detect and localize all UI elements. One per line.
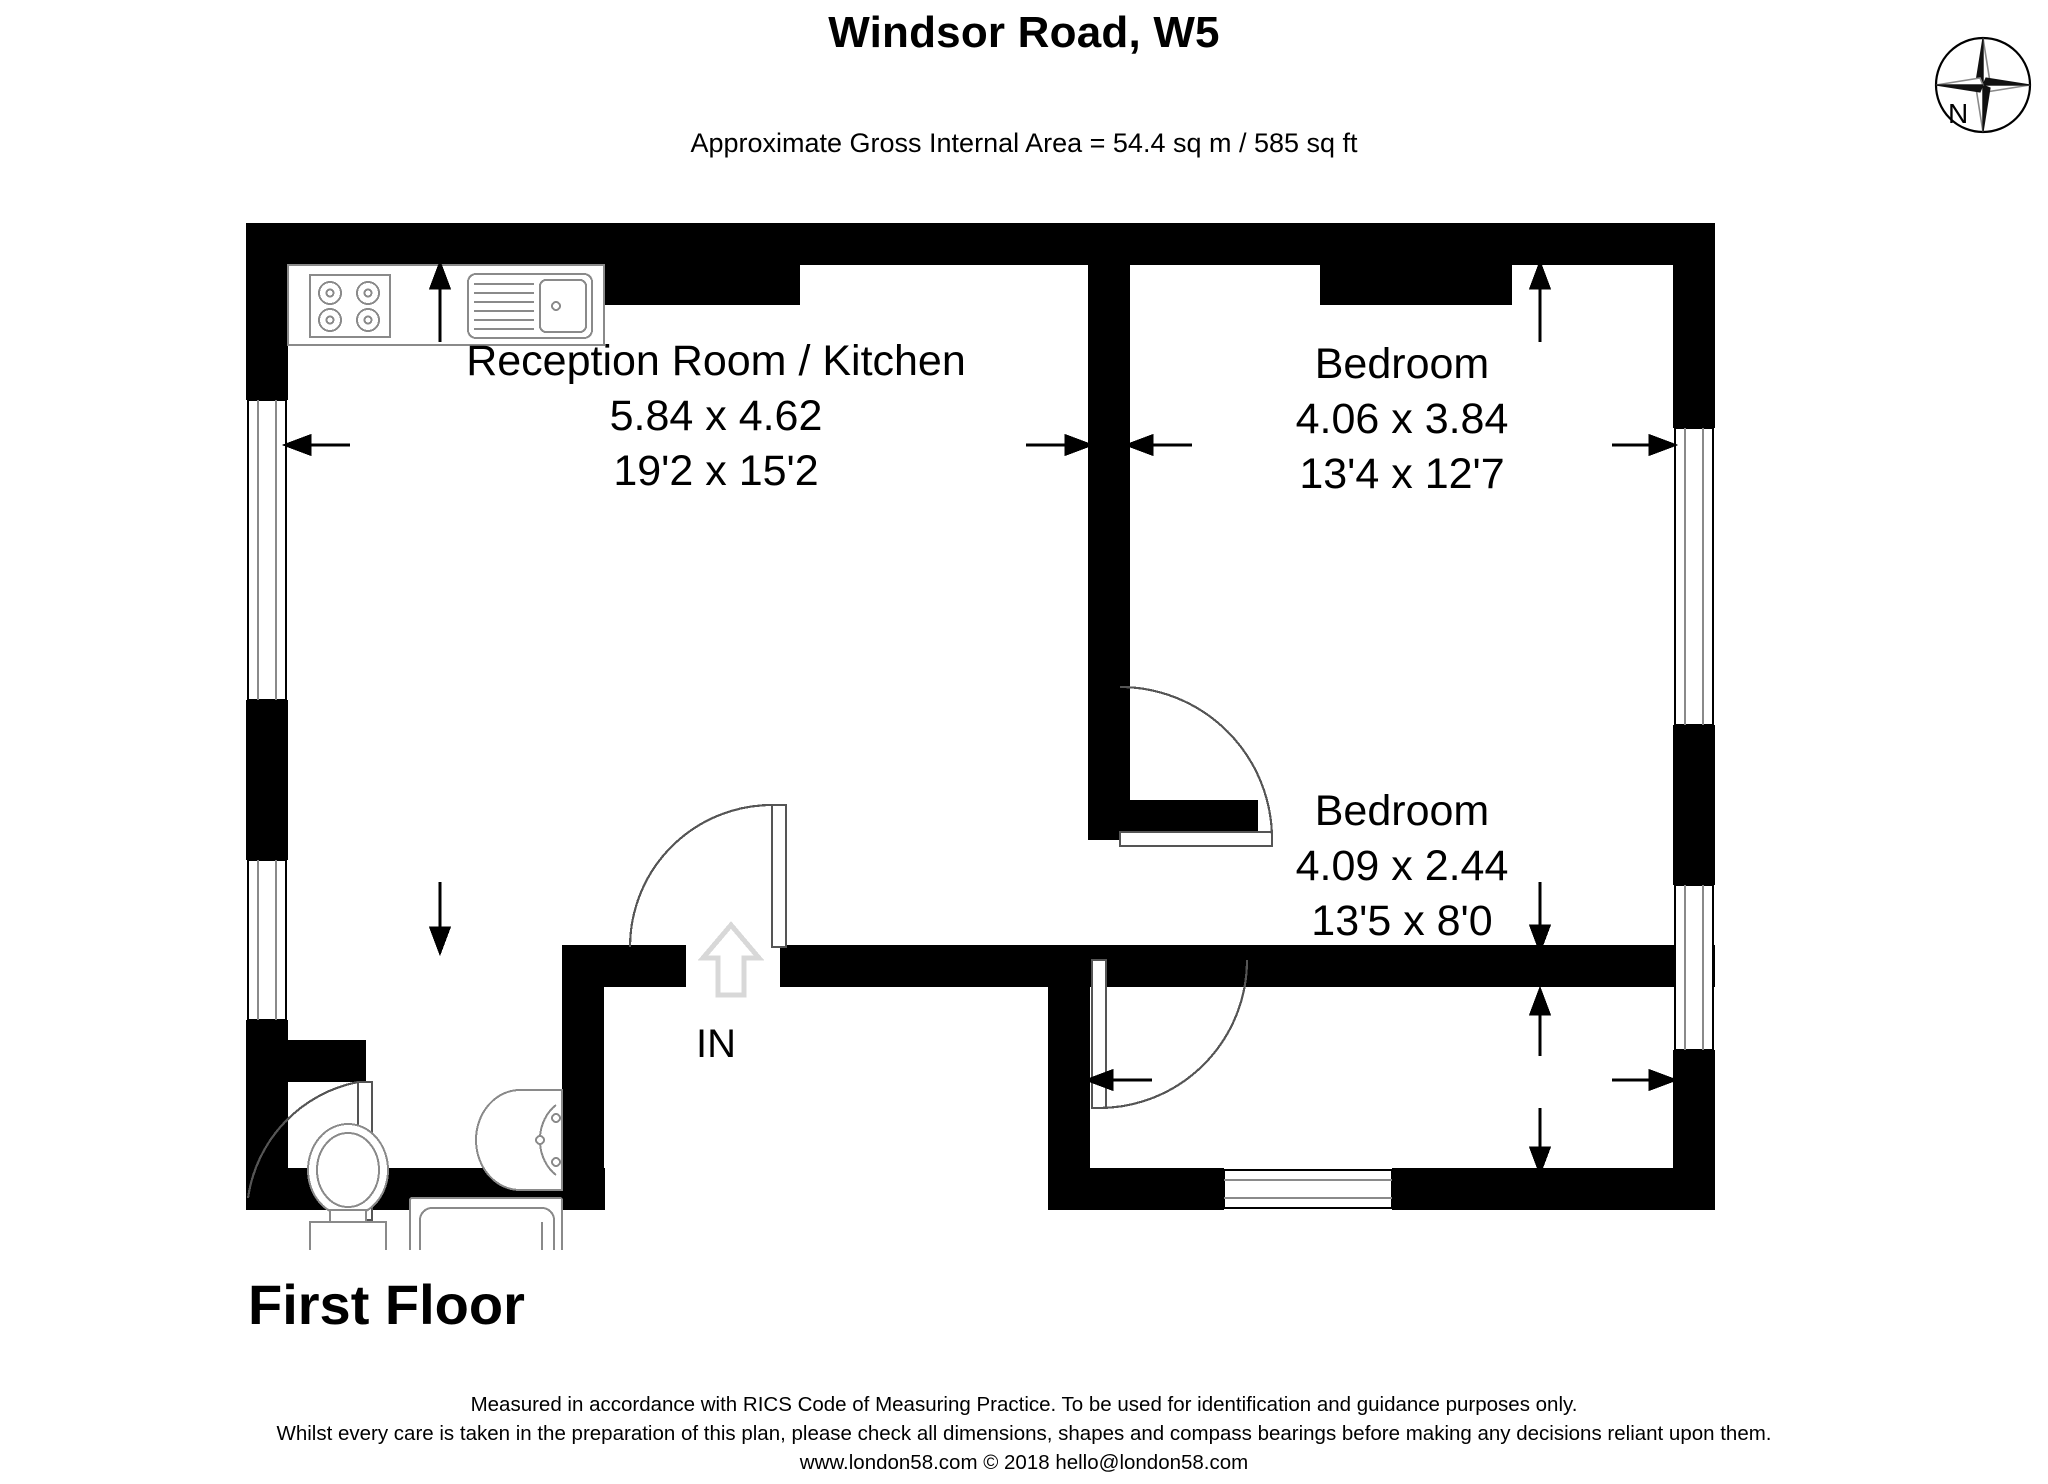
window-bedroom2-right — [1674, 884, 1714, 1051]
wc-icon — [307, 1123, 389, 1250]
compass-north-label: N — [1948, 98, 1969, 129]
dim-arrow-reception-top — [428, 259, 452, 342]
doors — [246, 685, 1274, 1221]
windows — [247, 399, 1714, 1209]
room-labels: Reception Room / Kitchen 5.84 x 4.62 19'… — [466, 337, 1508, 1066]
footer-line-2: Whilst every care is taken in the prepar… — [276, 1422, 1772, 1445]
sink-icon — [467, 273, 593, 339]
dim-arrow-reception-right — [1026, 433, 1095, 457]
dim-arrow-reception-bottom — [428, 882, 452, 957]
entrance-label: IN — [696, 1022, 736, 1066]
dim-arrow-bedroom1-top — [1528, 259, 1552, 342]
room-dim-metric-bedroom-2: 4.09 x 2.44 — [1296, 842, 1509, 890]
room-label-reception-kitchen: Reception Room / Kitchen — [466, 337, 966, 385]
bathroom-fixtures — [307, 1089, 563, 1250]
dim-arrow-reception-left — [281, 433, 350, 457]
dim-arrow-bedroom1-right — [1612, 433, 1679, 457]
door-entrance — [628, 803, 787, 948]
dimension-arrows — [281, 259, 1679, 1177]
floorplan-drawing: Reception Room / Kitchen 5.84 x 4.62 19'… — [0, 160, 2048, 1250]
dim-arrow-bedroom1-bottom — [1528, 882, 1552, 955]
entrance-arrow-icon — [697, 921, 765, 998]
room-dim-imperial-bedroom-1: 13'4 x 12'7 — [1299, 450, 1504, 498]
room-label-bedroom-1: Bedroom — [1315, 340, 1489, 388]
window-bedroom1-right — [1674, 427, 1714, 726]
page-title: Windsor Road, W5 — [828, 8, 1220, 57]
footer-disclaimer: Measured in accordance with RICS Code of… — [0, 1390, 2048, 1477]
window-bedroom2-bottom — [1223, 1169, 1393, 1209]
window-reception-left — [247, 399, 287, 701]
floor-label: First Floor — [248, 1273, 525, 1336]
window-bathroom-left — [247, 859, 287, 1021]
dim-arrow-bedroom2-top — [1528, 985, 1552, 1056]
footer-line-1: Measured in accordance with RICS Code of… — [470, 1393, 1578, 1416]
room-dim-imperial-reception-kitchen: 19'2 x 15'2 — [613, 447, 818, 495]
door-bedroom-2 — [1091, 959, 1249, 1110]
door-bedroom-1 — [1119, 685, 1274, 847]
area-note: Approximate Gross Internal Area = 54.4 s… — [690, 128, 1358, 158]
room-dim-imperial-bedroom-2: 13'5 x 8'0 — [1311, 897, 1492, 945]
room-dim-metric-bedroom-1: 4.06 x 3.84 — [1296, 395, 1509, 443]
dim-arrow-bedroom2-bottom — [1528, 1108, 1552, 1177]
dim-arrow-bedroom2-right — [1612, 1068, 1679, 1092]
room-label-bedroom-2: Bedroom — [1315, 787, 1489, 835]
room-dim-metric-reception-kitchen: 5.84 x 4.62 — [610, 392, 823, 440]
hob-icon — [309, 274, 391, 338]
shower-tray-icon — [409, 1197, 563, 1250]
basin-icon — [475, 1089, 563, 1191]
dim-arrow-bedroom1-left — [1123, 433, 1192, 457]
compass-rose-icon — [1928, 30, 2038, 160]
footer-line-3: www.london58.com © 2018 hello@london58.c… — [799, 1451, 1249, 1474]
dim-arrow-bedroom2-left — [1083, 1068, 1152, 1092]
